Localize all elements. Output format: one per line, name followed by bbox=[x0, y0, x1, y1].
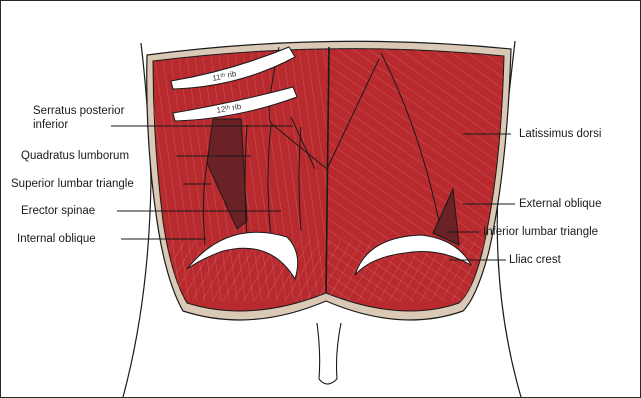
buttock-cleft bbox=[317, 323, 341, 384]
label-internal-oblique: Internal oblique bbox=[17, 232, 96, 246]
label-quadratus-lumborum: Quadratus lumborum bbox=[21, 149, 129, 163]
label-serratus-posterior-inferior: Serratus posterior inferior bbox=[33, 104, 124, 132]
label-serratus-line2: inferior bbox=[33, 118, 124, 132]
label-iliac-crest: Lliac crest bbox=[509, 253, 561, 267]
label-erector-spinae: Erector spinae bbox=[21, 204, 95, 218]
label-external-oblique: External oblique bbox=[519, 197, 601, 211]
label-latissimus-dorsi: Latissimus dorsi bbox=[519, 127, 601, 141]
label-inferior-lumbar-triangle: Inferior lumbar triangle bbox=[483, 225, 598, 239]
label-serratus-line1: Serratus posterior bbox=[33, 104, 124, 118]
label-superior-lumbar-triangle: Superior lumbar triangle bbox=[11, 177, 134, 191]
